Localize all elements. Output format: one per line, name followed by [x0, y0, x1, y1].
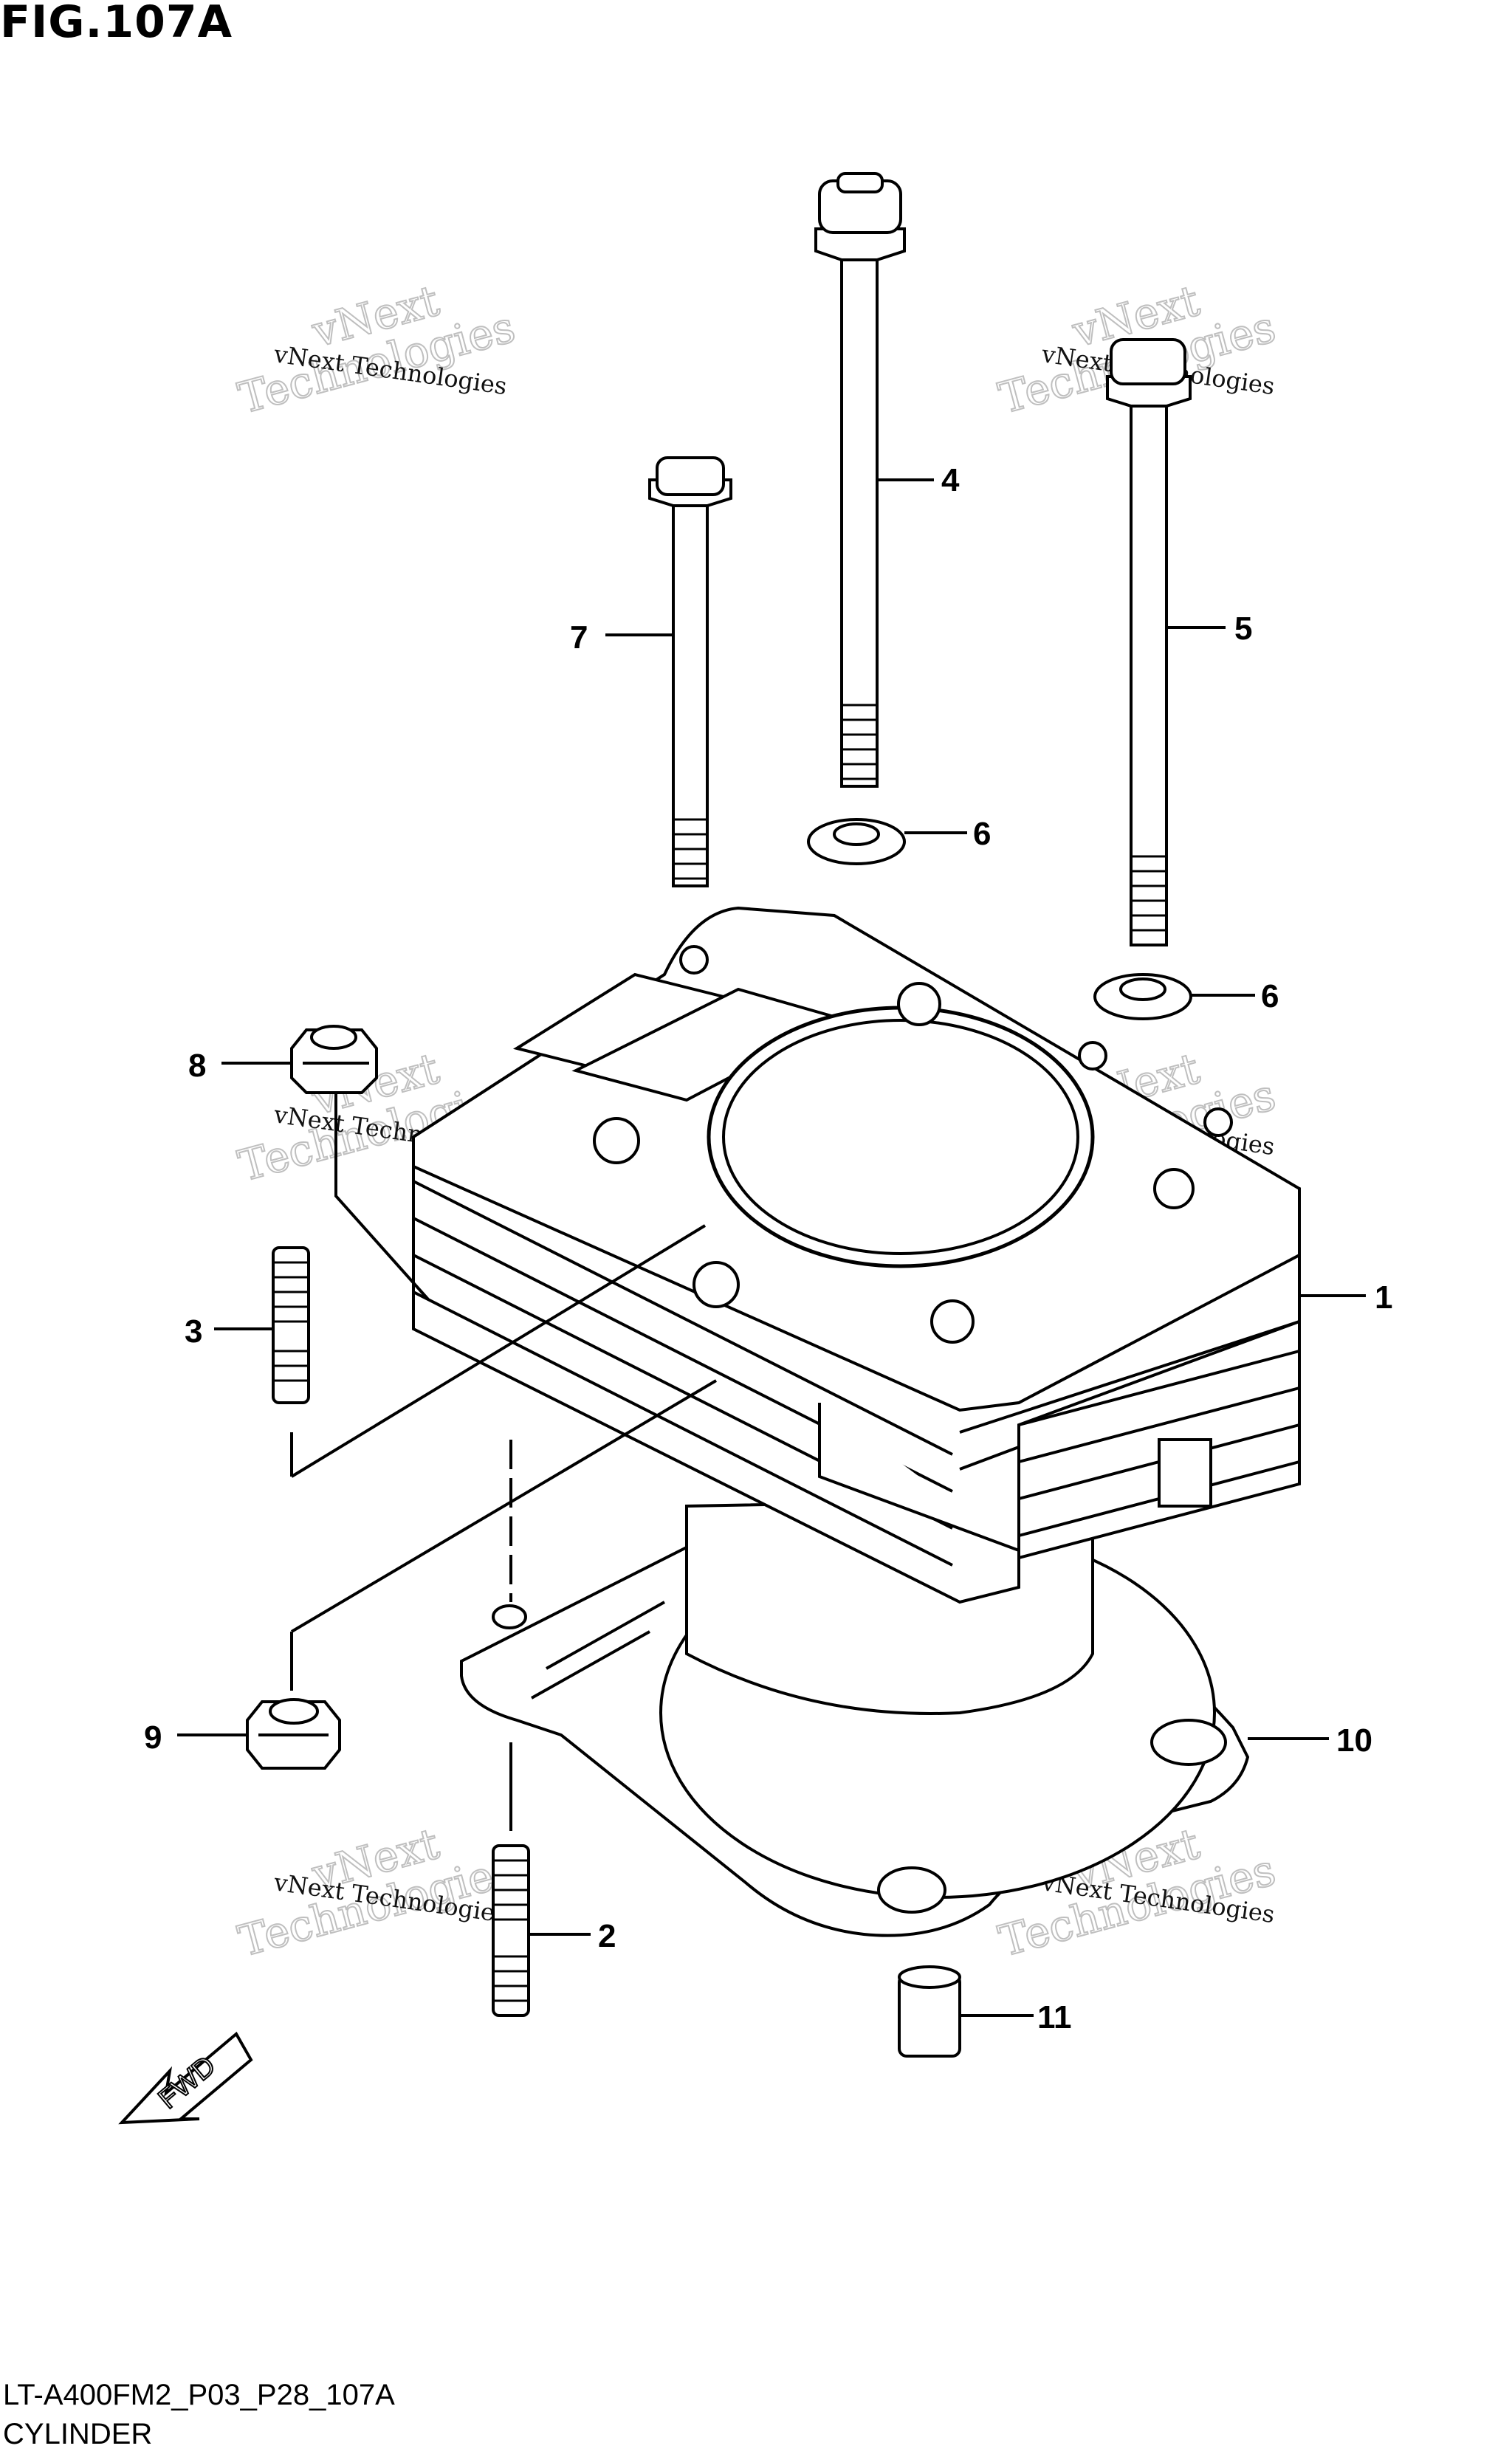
leader-lines: [177, 478, 1366, 2017]
callout-2: 2: [598, 1918, 616, 1954]
guide-line-nut-9: [290, 1379, 718, 1633]
callout-11: 11: [1037, 1999, 1072, 2035]
figure-name: CYLINDER: [3, 2418, 153, 2450]
callout-6b: 6: [1261, 978, 1279, 1014]
callout-5: 5: [1234, 611, 1252, 647]
part-7-bolt: [648, 456, 732, 887]
part-4-long-bolt: [814, 172, 906, 788]
guide-line-stud-3: [290, 1224, 707, 1478]
part-3-stud-bolt: [272, 1246, 310, 1404]
assembly-guide-lines: [290, 1093, 718, 1831]
callout-labels: 4 5 7 6 6 8 3 1 9 10 2 11: [144, 462, 1392, 2035]
part-11-dowel-pin: [898, 1965, 961, 2058]
callout-10: 10: [1336, 1722, 1372, 1759]
part-5-long-bolt: [1106, 338, 1192, 946]
part-8-nut: [290, 1025, 378, 1094]
part-6-washer-b: [1093, 973, 1192, 1020]
part-9-nut: [246, 1698, 341, 1770]
callout-4: 4: [941, 462, 960, 498]
callout-3: 3: [185, 1313, 202, 1350]
guide-line-nut-8: [334, 1093, 430, 1301]
watermark-bottom-left: Technologies vNext vNext Technologies: [233, 1818, 520, 1968]
callout-8: 8: [188, 1048, 206, 1084]
part-2-stud-bolt: [492, 1844, 530, 2017]
part-1-cylinder: [412, 906, 1301, 1715]
figure-code: LT-A400FM2_P03_P28_107A: [3, 2379, 395, 2411]
callout-6a: 6: [973, 816, 991, 852]
fwd-arrow-icon: FWD: [118, 2031, 253, 2125]
part-6-washer-a: [807, 818, 906, 865]
callout-1: 1: [1375, 1279, 1392, 1316]
watermark-top-left: Technologies vNext vNext Technologies: [233, 275, 520, 425]
callout-7: 7: [570, 619, 588, 656]
callout-9: 9: [144, 1719, 162, 1756]
figure-title: FIG.107A: [0, 0, 233, 48]
